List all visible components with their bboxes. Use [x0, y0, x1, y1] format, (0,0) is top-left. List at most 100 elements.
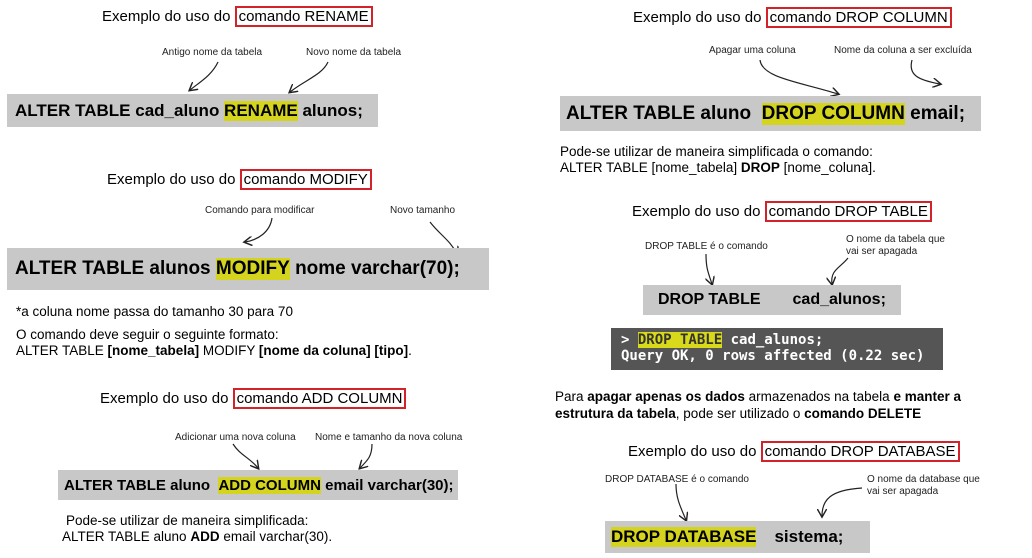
modify-code-part: nome varchar(70); — [289, 258, 460, 279]
drop-table-code-block: DROP TABLE cad_alunos; — [643, 285, 901, 315]
drop-column-code-highlight: DROP COLUMN — [761, 102, 905, 125]
modify-code-highlight: MODIFY — [215, 258, 290, 280]
arrow-dropcol-right — [910, 59, 940, 84]
drop-database-title: Exemplo do uso do comando DROP DATABASE — [628, 441, 960, 462]
delete-note-line2: estrutura da tabela, pode ser utilizado … — [555, 405, 961, 422]
rename-note-right: Novo nome da tabela — [306, 47, 402, 58]
drop-database-note-right-line: vai ser apagada — [867, 486, 939, 497]
format-text: MODIFY — [199, 343, 259, 358]
modify-format-line1: O comando deve seguir o seguinte formato… — [16, 327, 279, 342]
arrow-droptable-left — [706, 253, 712, 284]
modify-note-left: Comando para modificar — [205, 205, 315, 216]
drop-table-note-left: DROP TABLE é o comando — [645, 241, 768, 252]
modify-title-prefix: Exemplo do uso do — [107, 171, 240, 188]
rename-note-left: Antigo nome da tabela — [162, 47, 263, 58]
add-column-title-prefix: Exemplo do uso do — [100, 390, 233, 407]
modify-format-line2: ALTER TABLE [nome_tabela] MODIFY [nome d… — [16, 343, 412, 358]
drop-table-code-part: DROP TABLE — [658, 291, 761, 308]
arrow-dropdb-left — [675, 483, 686, 520]
drop-database-title-prefix: Exemplo do uso do — [628, 443, 761, 460]
simplified-text: ALTER TABLE [nome_tabela] — [560, 160, 741, 175]
terminal-prompt: > — [621, 332, 638, 348]
drop-database-code-highlight: DROP DATABASE — [611, 527, 757, 547]
add-column-simplified-line2: ALTER TABLE aluno ADD email varchar(30). — [62, 529, 332, 544]
add-column-title: Exemplo do uso do comando ADD COLUMN — [100, 388, 407, 409]
drop-column-code-part: ALTER TABLE aluno — [566, 102, 762, 124]
drop-column-code-part: email; — [904, 102, 966, 124]
delete-note-text: Para — [555, 389, 588, 404]
arrow-dropdb-right — [822, 487, 863, 516]
drop-database-note-right-line: O nome da database que — [867, 474, 980, 485]
rename-code-part: ALTER TABLE cad_aluno — [15, 100, 225, 120]
format-bold: [nome da coluna] — [258, 343, 371, 358]
arrow-dropcol-left — [759, 59, 838, 94]
arrow-rename-right — [290, 61, 329, 92]
drop-database-code-block: DROP DATABASE sistema; — [605, 521, 870, 553]
delete-note-bold: comando DELETE — [804, 406, 922, 421]
add-column-simplified-line1: Pode-se utilizar de maneira simplificada… — [66, 513, 309, 528]
drop-database-note-left: DROP DATABASE é o comando — [605, 474, 749, 485]
drop-database-command-box: comando DROP DATABASE — [760, 441, 960, 462]
format-text: . — [408, 343, 412, 358]
drop-column-simplified-line2: ALTER TABLE [nome_tabela] DROP [nome_col… — [560, 160, 876, 175]
simplified-text: ALTER TABLE aluno — [62, 529, 191, 544]
arrow-rename-left — [190, 61, 219, 90]
simplified-bold: DROP — [740, 160, 780, 175]
drop-column-simplified-line1: Pode-se utilizar de maneira simplificada… — [560, 144, 873, 159]
add-column-code-block: ALTER TABLE aluno ADD COLUMN email varch… — [58, 470, 458, 500]
drop-table-note-right: O nome da tabela que vai ser apagada — [846, 234, 945, 258]
simplified-text: [nome_coluna]. — [779, 160, 876, 175]
terminal-line-1: > DROP TABLE cad_alunos; — [621, 332, 933, 348]
drop-table-title-prefix: Exemplo do uso do — [632, 203, 765, 220]
drop-table-code-part: cad_alunos; — [792, 291, 886, 308]
delete-note-text: armazenados na tabela — [744, 389, 894, 404]
drop-table-note-right-line: vai ser apagada — [846, 246, 918, 257]
modify-code-part: ALTER TABLE alunos — [15, 258, 216, 279]
terminal-highlight: DROP TABLE — [637, 332, 723, 348]
terminal-line-2: Query OK, 0 rows affected (0.22 sec) — [621, 348, 925, 364]
drop-database-note-right: O nome da database que vai ser apagada — [867, 474, 980, 498]
modify-note-right: Novo tamanho — [390, 205, 456, 216]
drop-column-note-left: Apagar uma coluna — [709, 45, 796, 56]
rename-code-highlight: RENAME — [224, 100, 298, 121]
arrow-droptable-right — [832, 257, 849, 284]
add-column-note-right: Nome e tamanho da nova coluna — [315, 432, 463, 443]
drop-table-note-right-line: O nome da tabela que — [846, 234, 945, 245]
drop-database-code-part: sistema; — [774, 527, 844, 546]
format-bold: [tipo] — [374, 343, 409, 358]
arrow-add-left — [232, 443, 258, 468]
delete-note: Para apagar apenas os dados armazenados … — [555, 388, 961, 422]
terminal-text: cad_alunos; — [722, 332, 824, 348]
modify-footnote: *a coluna nome passa do tamanho 30 para … — [16, 304, 293, 319]
drop-table-command-box: comando DROP TABLE — [764, 201, 932, 222]
arrow-add-right — [360, 443, 373, 468]
delete-note-bold: apagar apenas os dados — [587, 389, 745, 404]
drop-column-code-block: ALTER TABLE aluno DROP COLUMN email; — [560, 96, 981, 131]
delete-note-bold: e manter a — [893, 389, 961, 404]
rename-title-prefix: Exemplo do uso do — [102, 8, 235, 25]
drop-column-title: Exemplo do uso do comando DROP COLUMN — [633, 7, 952, 28]
rename-code-part: alunos; — [297, 100, 363, 120]
add-column-command-box: comando ADD COLUMN — [232, 388, 407, 409]
rename-command-box: comando RENAME — [234, 6, 373, 27]
rename-code-block: ALTER TABLE cad_aluno RENAME alunos; — [7, 94, 378, 127]
add-column-code-part: email varchar(30); — [320, 476, 454, 494]
add-column-note-left: Adicionar uma nova coluna — [175, 432, 296, 443]
simplified-text: email varchar(30). — [219, 529, 333, 544]
rename-title: Exemplo do uso do comando RENAME — [102, 6, 373, 27]
delete-note-line1: Para apagar apenas os dados armazenados … — [555, 388, 961, 405]
format-text: ALTER TABLE — [16, 343, 108, 358]
drop-column-command-box: comando DROP COLUMN — [765, 7, 952, 28]
drop-table-title: Exemplo do uso do comando DROP TABLE — [632, 201, 932, 222]
delete-note-text: , pode ser utilizado o — [675, 406, 805, 421]
modify-code-block: ALTER TABLE alunos MODIFY nome varchar(7… — [7, 248, 489, 290]
arrow-modify-left — [245, 217, 273, 242]
add-column-code-part: ALTER TABLE aluno — [64, 476, 219, 494]
drop-column-title-prefix: Exemplo do uso do — [633, 9, 766, 26]
delete-note-bold: estrutura da tabela — [555, 406, 676, 421]
terminal-output: > DROP TABLE cad_alunos; Query OK, 0 row… — [611, 328, 943, 370]
format-bold: [nome_tabela] — [107, 343, 200, 358]
modify-command-box: comando MODIFY — [239, 169, 372, 190]
drop-column-note-right: Nome da coluna a ser excluída — [834, 45, 972, 56]
